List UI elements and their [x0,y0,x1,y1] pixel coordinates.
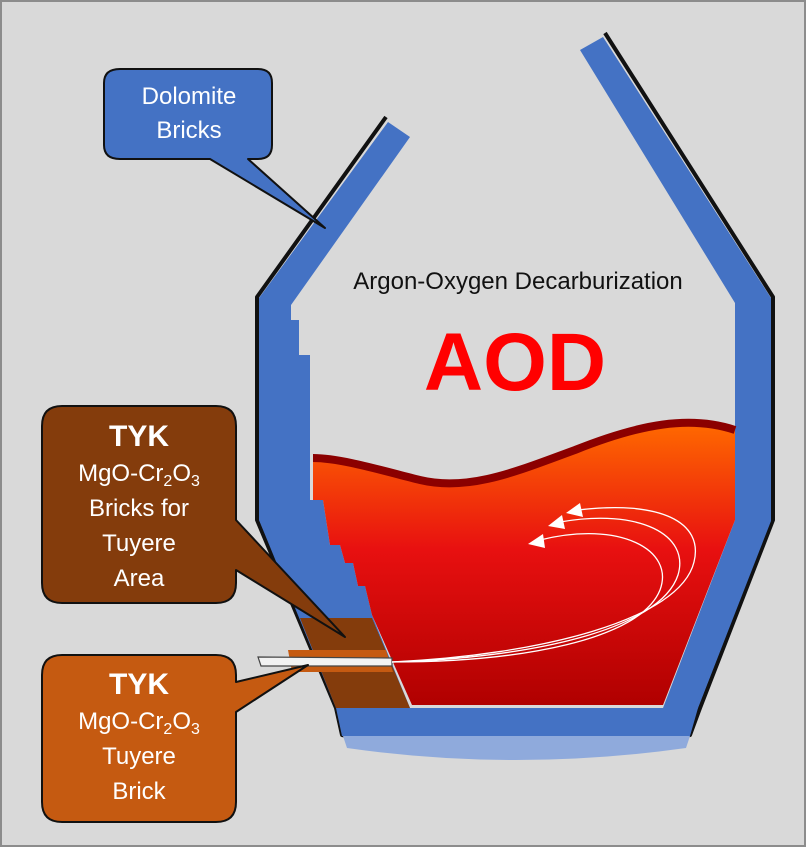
tuyere-pipe [257,656,393,667]
gas-flow-arrowhead-3 [566,503,583,517]
gas-flow-arrows [391,506,696,663]
tuyere-area-line-3: Area [113,565,165,592]
tuyere-brick-formula: MgO-Cr2O3 [78,708,200,738]
gas-flow-arrowheads [528,503,583,548]
tuyere-area-brand: TYK [109,420,169,453]
dolomite-line-1: Dolomite [141,83,237,110]
tuyere-area-line-2: Tuyere [102,530,176,557]
molten-metal [313,422,735,705]
tuyere-area-line-1: Bricks for [88,495,189,522]
vessel-bottom [343,736,690,760]
tuyere-brick-line-2: Brick [112,778,166,805]
gas-flow-arrowhead-2 [548,515,565,529]
process-name: Argon-Oxygen Decarburization [353,268,683,295]
tuyere-area-formula: MgO-Cr2O3 [78,460,200,490]
dolomite-line-2: Bricks [156,117,222,144]
process-abbreviation: AOD [423,317,607,408]
callout-dolomite-bubble [103,68,326,229]
callout-dolomite-text: Dolomite Bricks [104,80,274,148]
gas-flow-arrow-3 [391,506,696,663]
tuyere-brick-brand: TYK [109,668,169,701]
callout-tuyere-brick-bubble [41,654,309,823]
callout-tuyere-brick-text: TYK MgO-Cr2O3 Tuyere Brick [42,666,236,809]
tuyere-brick-line-1: Tuyere [102,743,176,770]
gas-flow-arrow-2 [391,517,681,663]
gas-flow-arrow-1 [391,532,663,663]
callout-tuyere-area-text: TYK MgO-Cr2O3 Bricks for Tuyere Area [42,418,236,596]
slag-line [312,418,737,488]
gas-flow-arrowhead-1 [528,534,545,548]
callout-tuyere-area-bubble [41,405,346,638]
